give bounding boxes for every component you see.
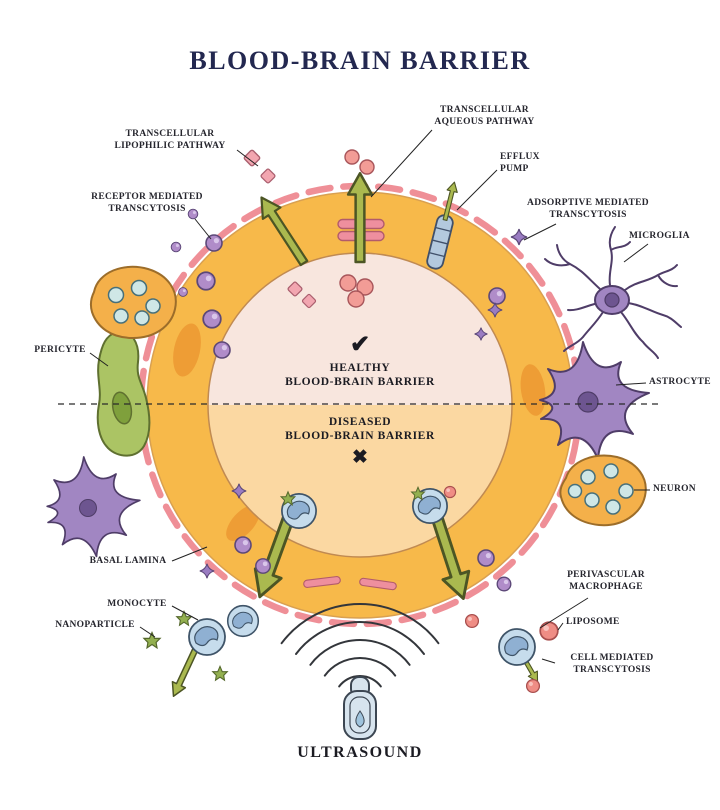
- label-line: TRANSCYTOSIS: [108, 203, 186, 214]
- label-adsorptive-mediated: ADSORPTIVE MEDIATED TRANSCYTOSIS: [518, 198, 658, 221]
- label-line: PUMP: [500, 163, 529, 174]
- label-receptor-mediated: RECEPTOR MEDIATED TRANSCYTOSIS: [82, 192, 212, 215]
- label-efflux-pump: EFFLUX PUMP: [500, 152, 570, 175]
- liposome-icon: [464, 613, 480, 629]
- label-line: TRANSCELLULAR: [125, 129, 215, 139]
- liposome-icon: [539, 621, 559, 641]
- label-line: CELL MEDIATED: [570, 653, 654, 663]
- label-ultrasound: ULTRASOUND: [297, 744, 423, 761]
- axon-terminal-upper-left: [89, 265, 177, 340]
- label-liposome: LIPOSOME: [566, 617, 620, 627]
- monocyte-cell: [226, 604, 260, 638]
- vesicle-icon: [255, 558, 271, 574]
- label-pericyte: PERICYTE: [34, 345, 86, 355]
- aqueous-molecules: [339, 149, 375, 308]
- vesicle-icon: [202, 309, 222, 329]
- lipophilic-molecule-icon: [242, 148, 262, 168]
- aqueous-molecule-icon: [359, 159, 375, 175]
- aqueous-molecule-icon: [339, 274, 357, 292]
- vesicle-icon: [196, 271, 216, 291]
- ultrasound-transducer: [343, 676, 377, 740]
- microglia-cell: [544, 226, 682, 359]
- vesicle-icon: [477, 549, 495, 567]
- label-line: EFFLUX: [500, 152, 540, 162]
- label-monocyte: MONOCYTE: [107, 599, 167, 609]
- aqueous-molecule-icon: [347, 290, 365, 308]
- diseased-cross-icon: ✖: [352, 447, 368, 468]
- nanoparticle-icon: [212, 665, 228, 681]
- liposome-icon: [443, 485, 457, 499]
- liposome-icon: [525, 678, 541, 694]
- healthy-subheading: BLOOD-BRAIN BARRIER: [285, 376, 435, 388]
- label-line: PERIVASCULAR: [567, 570, 645, 580]
- page-title: BLOOD-BRAIN BARRIER: [189, 46, 531, 75]
- diseased-heading: DISEASED: [328, 416, 392, 428]
- vesicle-icon: [170, 241, 182, 253]
- healthy-check-icon: ✔: [349, 332, 371, 358]
- label-neuron: NEURON: [653, 484, 696, 494]
- vesicle-icon: [496, 576, 512, 592]
- label-line: LIPOPHILIC PATHWAY: [114, 140, 226, 151]
- label-line: MACROPHAGE: [569, 581, 643, 592]
- label-line: ADSORPTIVE MEDIATED: [527, 198, 649, 208]
- label-transcellular-lipophilic: TRANSCELLULAR LIPOPHILIC PATHWAY: [100, 129, 240, 152]
- vesicle-icon: [178, 287, 188, 297]
- ultrasound-waves: [280, 603, 440, 688]
- label-basal-lamina: BASAL LAMINA: [89, 556, 167, 566]
- monocyte-cell: [188, 618, 226, 656]
- label-cell-mediated: CELL MEDIATED TRANSCYTOSIS: [558, 653, 666, 676]
- adsorptive-molecule-icon: [510, 228, 528, 246]
- neuron-terminal-lower-right: [559, 454, 647, 527]
- label-microglia: MICROGLIA: [629, 231, 690, 241]
- nanoparticle-icon: [176, 610, 192, 626]
- endothelial-nucleus: [226, 505, 260, 541]
- endothelial-nucleus: [173, 323, 201, 377]
- lipophilic-molecule-icon: [259, 167, 277, 185]
- endothelial-nucleus: [520, 364, 546, 416]
- label-astrocyte: ASTROCYTE: [649, 377, 711, 387]
- label-nanoparticle: NANOPARTICLE: [55, 620, 135, 630]
- label-line: TRANSCYTOSIS: [573, 664, 651, 675]
- pericyte-cell: [96, 330, 151, 457]
- label-line: AQUEOUS PATHWAY: [434, 116, 535, 127]
- healthy-lumen-half: [208, 253, 512, 405]
- diseased-subheading: BLOOD-BRAIN BARRIER: [285, 430, 435, 442]
- label-transcellular-aqueous: TRANSCELLULAR AQUEOUS PATHWAY: [412, 105, 557, 128]
- vesicle-icon: [205, 234, 223, 252]
- label-line: TRANSCYTOSIS: [549, 209, 627, 220]
- astrocyte-cell-lower-left: [46, 456, 141, 558]
- leader-lines: [89, 129, 650, 664]
- aqueous-molecule-icon: [356, 278, 374, 296]
- label-line: TRANSCELLULAR: [440, 105, 529, 115]
- vesicle-icon: [234, 536, 252, 554]
- perivascular-macrophage-cell: [498, 628, 536, 666]
- monocyte-release-arrow-icon: [166, 644, 204, 701]
- vesicle-icon: [488, 287, 506, 305]
- label-line: RECEPTOR MEDIATED: [91, 192, 203, 202]
- aqueous-molecule-icon: [344, 149, 360, 165]
- label-perivascular-macrophage: PERIVASCULAR MACROPHAGE: [554, 570, 658, 593]
- healthy-heading: HEALTHY: [329, 362, 391, 374]
